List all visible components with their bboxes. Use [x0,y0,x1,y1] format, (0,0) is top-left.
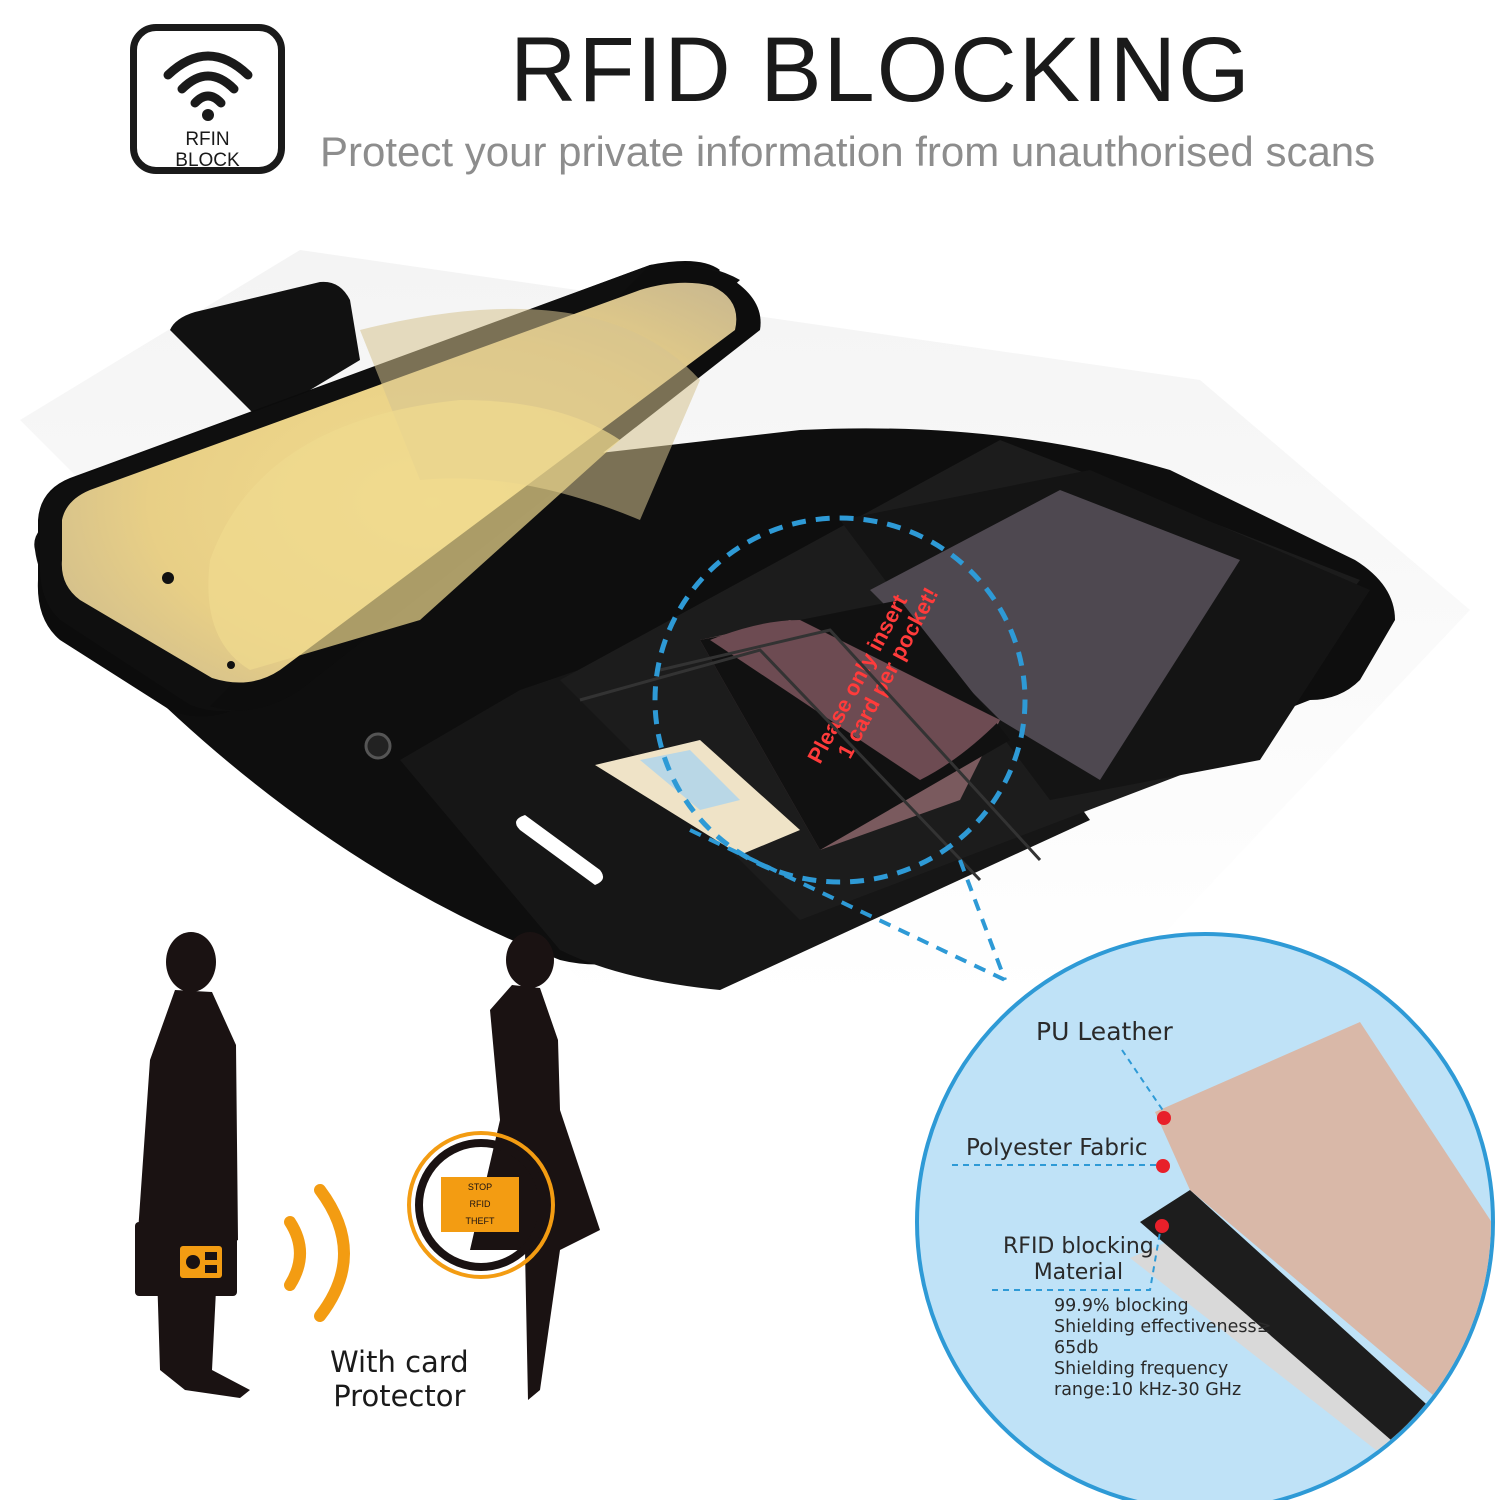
stop-text-2: RFID [470,1199,491,1209]
zoom-circle [652,515,1028,885]
stop-rfid-card [441,1177,519,1232]
wifi-icon [163,51,253,121]
zoom-line-2 [958,859,1007,981]
marker-polyester [1156,1159,1170,1173]
case-button [364,732,392,760]
strap-flap [170,281,360,420]
label-polyester-fabric: Polyester Fabric [966,1135,1148,1161]
protector-ring [407,1131,555,1279]
card-protector-label: With card Protector [330,1345,469,1413]
zoom-line-1 [689,828,1006,982]
rfid-label-line-2: Material [1033,1260,1124,1285]
signal-wave-2 [314,1184,350,1322]
spec-line: 99.9% blocking [1054,1296,1189,1316]
badge-line-1: RFIN [185,129,230,150]
marker-pu [1157,1111,1171,1125]
marker-rfid [1155,1219,1169,1233]
woman-silhouette [470,932,600,1400]
front-camera [162,572,174,584]
pu-leather-layer [1155,1022,1491,1460]
pocket-slit-1 [579,648,982,882]
card-label-line-1: With card [330,1345,469,1379]
spec-line: Shielding effectiveness≥ [1054,1317,1272,1337]
magnet-slot [516,815,604,885]
page-subtitle: Protect your private information from un… [320,128,1376,175]
wallet-case: Please only insert 1 card per pocket! [34,281,1395,990]
page-title: RFID BLOCKING [510,19,1252,121]
pocket-slit-2 [659,628,1042,862]
label-pu-leather: PU Leather [1036,1017,1173,1046]
phone [37,261,761,760]
stop-text-3: THEFT [466,1216,495,1226]
stop-text-1: STOP [468,1182,492,1192]
label-rfid-material: RFID blocking Material [1003,1234,1154,1286]
man-silhouette [135,932,250,1398]
red-text-card [710,620,1000,780]
badge-label: RFIN BLOCK [137,129,278,171]
card-label-line-2: Protector [333,1379,466,1413]
rfid-block-badge: RFIN BLOCK [130,24,285,174]
layer-magnifier [915,932,1495,1500]
signal-wave-1 [284,1216,306,1291]
spec-line: Shielding frequency [1054,1359,1229,1379]
spec-line: 65db [1054,1338,1099,1358]
rfid-label-line-1: RFID blocking [1003,1234,1154,1259]
badge-line-2: BLOCK [175,150,240,171]
spec-line: range:10 kHz-30 GHz [1054,1380,1242,1400]
spec-list: 99.9% blocking Shielding effectiveness≥ … [1054,1296,1271,1401]
